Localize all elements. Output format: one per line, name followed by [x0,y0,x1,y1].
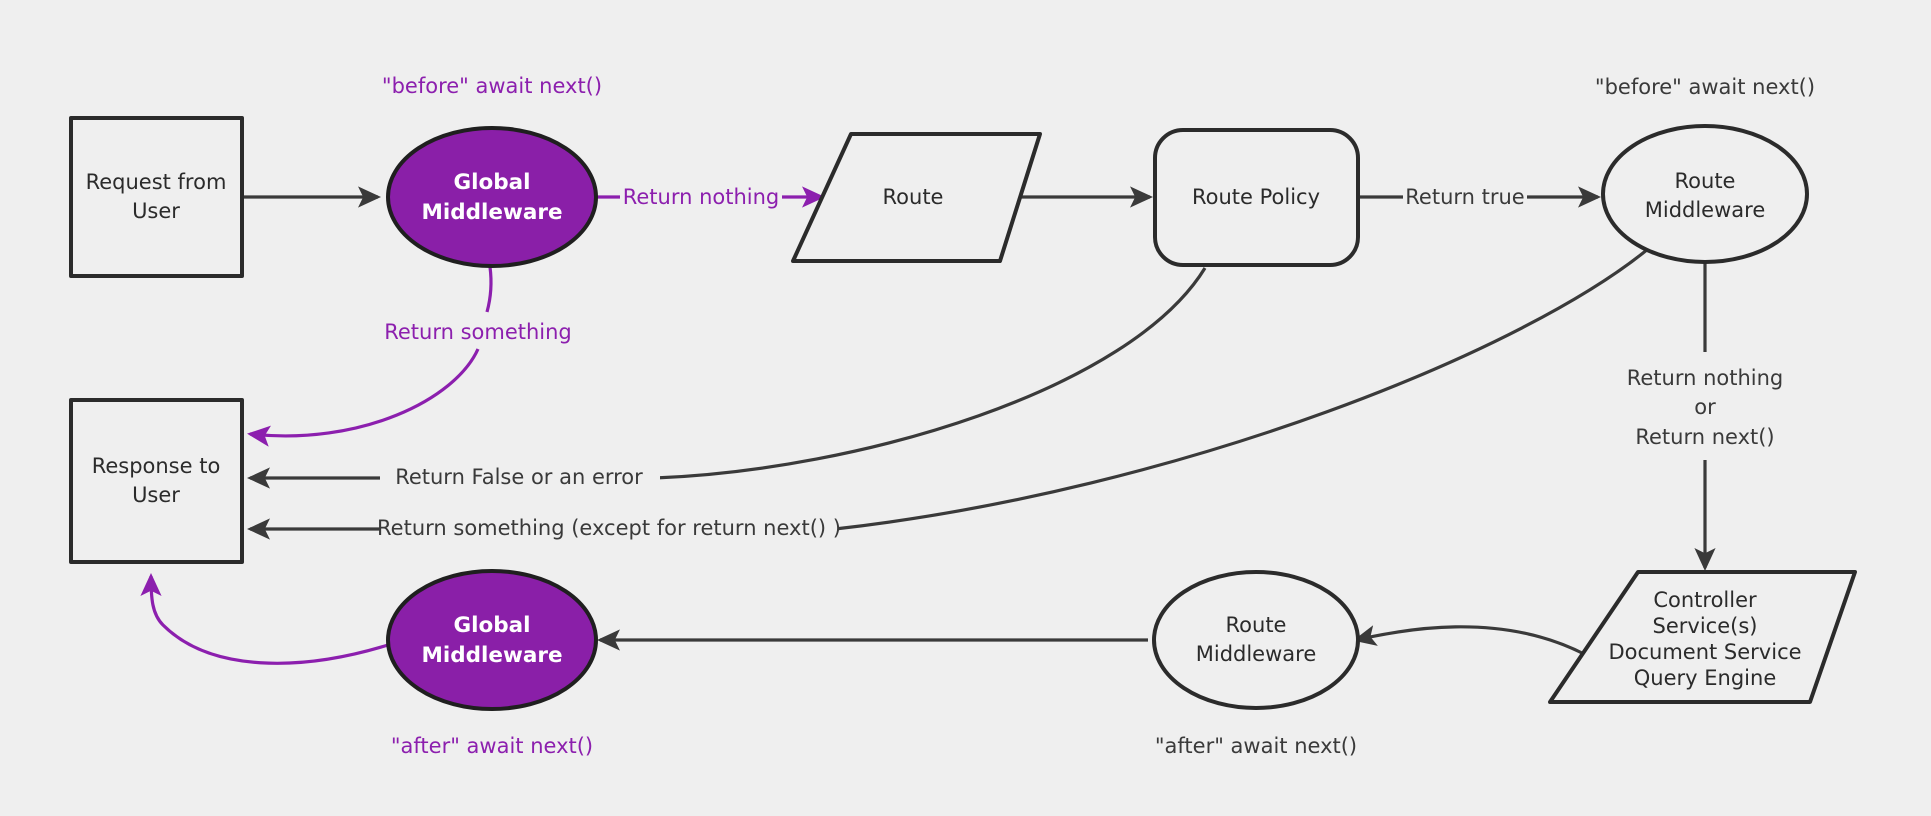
annotation-after-await-next-left: "after" await next() [391,734,593,758]
node-route-middleware-bottom-label-line2: Middleware [1196,642,1317,666]
node-route-policy-label: Route Policy [1192,185,1320,209]
node-response-label-line1: Response to [92,454,221,478]
edge-label-return-something-text: Return something [384,320,572,344]
edge-label-return-nothing-or-next-line1: Return nothing [1627,366,1784,390]
edge-controller-to-route-middleware-bottom [1353,625,1587,657]
node-response-to-user[interactable]: Response to User [69,398,244,564]
edge-label-return-something-except: Return something (except for return next… [377,515,841,543]
node-route-middleware-top-label-line2: Middleware [1645,198,1766,222]
edge-label-return-false-or-error: Return False or an error [380,464,660,492]
edge-label-return-true: Return true [1403,183,1527,211]
edge-label-return-false-or-error-text: Return False or an error [395,465,643,489]
edge-label-return-something: Return something [383,318,575,348]
node-controller-line4: Query Engine [1634,666,1776,690]
node-global-middleware-top-label-line1: Global [453,170,530,195]
edge-route-policy-to-label-false-error [654,267,1207,480]
node-route-middleware-top[interactable]: Route Middleware [1601,124,1809,264]
node-request-from-user[interactable]: Request from User [69,116,244,278]
node-route-middleware-top-label-line1: Route [1675,169,1736,193]
edge-route-middleware-to-label-something-except [834,242,1656,531]
node-controller-services[interactable]: Controller Service(s) Document Service Q… [1548,570,1857,704]
node-controller-line3: Document Service [1608,640,1801,664]
annotation-before-await-next-right: "before" await next() [1595,75,1815,99]
edge-label-return-nothing: Return nothing [620,183,782,211]
node-global-middleware-top-label-line2: Middleware [421,200,562,225]
node-response-label-line2: User [132,483,180,507]
edge-label-return-nothing-or-next: Return nothing or Return next() [1615,352,1797,460]
edge-gm-return-something-stub [485,266,493,313]
node-route-label: Route [883,185,944,209]
edge-label-return-something-except-text: Return something (except for return next… [377,516,841,540]
annotation-before-await-next-left: "before" await next() [382,74,602,98]
node-global-middleware-bottom-label-line1: Global [453,613,530,638]
edge-label-return-true-text: Return true [1405,185,1524,209]
node-route-middleware-bottom[interactable]: Route Middleware [1152,570,1360,710]
node-controller-line2: Service(s) [1653,614,1758,638]
edge-label-return-nothing-or-next-line3: Return next() [1635,425,1774,449]
node-global-middleware-bottom-label-line2: Middleware [421,643,562,668]
node-route-middleware-bottom-label-line1: Route [1226,613,1287,637]
node-global-middleware-top[interactable]: Global Middleware [386,126,598,268]
edge-global-middleware-bottom-to-response [140,573,389,665]
node-controller-line1: Controller [1653,588,1757,612]
node-request-label-line1: Request from [86,170,227,194]
node-global-middleware-bottom[interactable]: Global Middleware [386,569,598,711]
node-request-label-line2: User [132,199,180,223]
edge-gm-to-response-return-something [247,348,480,447]
edge-label-return-nothing-text: Return nothing [623,185,780,209]
annotation-after-await-next-right: "after" await next() [1155,734,1357,758]
node-route-policy[interactable]: Route Policy [1153,128,1360,267]
edge-label-return-nothing-or-next-line2: or [1694,395,1716,419]
node-route[interactable]: Route [791,132,1042,263]
